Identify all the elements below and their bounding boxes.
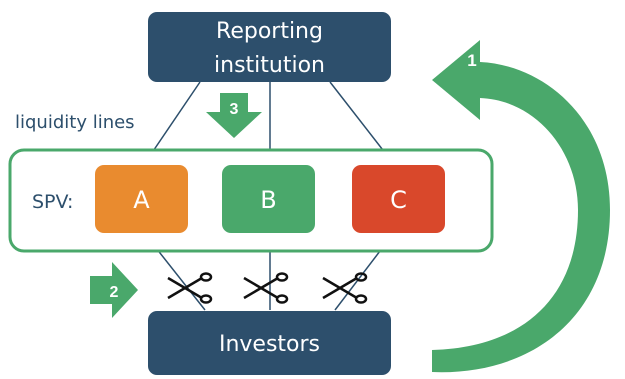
investors-box: Investors [148, 311, 391, 375]
investors-label: Investors [219, 332, 320, 357]
step-1-curved-arrow: 1 [432, 40, 610, 373]
spv-b-label: B [260, 186, 276, 214]
reporting-label-line1: Reporting [216, 19, 323, 44]
step-1-number: 1 [467, 51, 476, 70]
spv-box-a: A [95, 165, 188, 233]
step-2-right-arrow: 2 [90, 262, 138, 318]
scissors-icon [167, 272, 213, 304]
step-3-down-arrow: 3 [206, 93, 262, 138]
spv-c-label: C [390, 186, 407, 214]
step-2-number: 2 [110, 284, 119, 301]
spv-a-label: A [133, 186, 150, 214]
reporting-institution-box: Reporting institution [148, 12, 391, 82]
spv-label: SPV: [32, 191, 73, 213]
scissors-icon [243, 272, 289, 304]
step-3-number: 3 [230, 101, 239, 118]
spv-box-c: C [352, 165, 445, 233]
spv-box-b: B [222, 165, 315, 233]
reporting-label-line2: institution [214, 53, 325, 78]
scissors-icon [322, 272, 368, 304]
liquidity-lines-label: liquidity lines [15, 112, 135, 133]
